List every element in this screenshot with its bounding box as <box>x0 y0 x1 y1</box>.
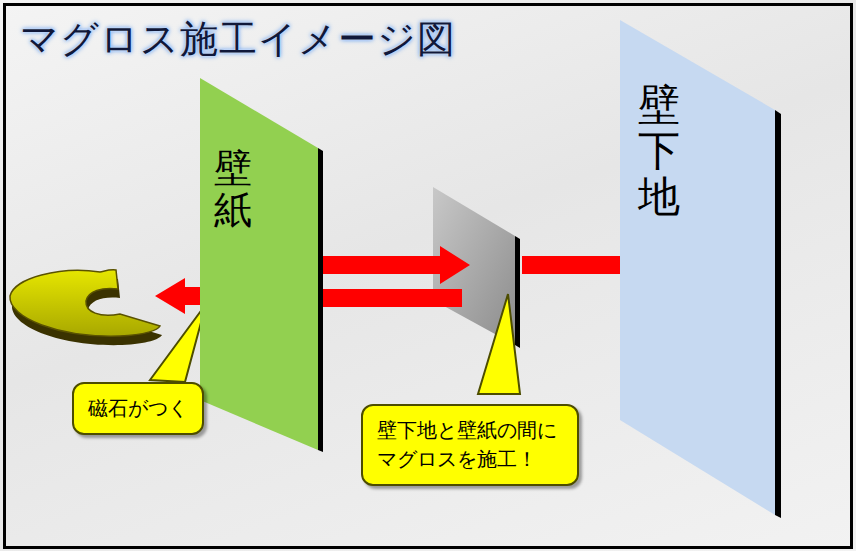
callout-box: 壁下地と壁紙の間に マグロスを施工！ <box>361 404 579 486</box>
callout-box: 磁石がつく <box>72 382 204 435</box>
wall-base-panel: 壁下地 <box>620 20 782 520</box>
callout-text: 磁石がつく <box>88 394 188 423</box>
diagram-title: マグロス施工イメージ図 <box>20 14 456 65</box>
wallpaper-panel: 壁紙 <box>200 78 324 452</box>
callout-text: 壁下地と壁紙の間に マグロスを施工！ <box>377 416 563 474</box>
panel-shape <box>200 78 324 452</box>
panel-label: 壁下地 <box>638 82 680 221</box>
panel-label: 壁紙 <box>214 148 252 232</box>
magnet <box>10 270 162 345</box>
